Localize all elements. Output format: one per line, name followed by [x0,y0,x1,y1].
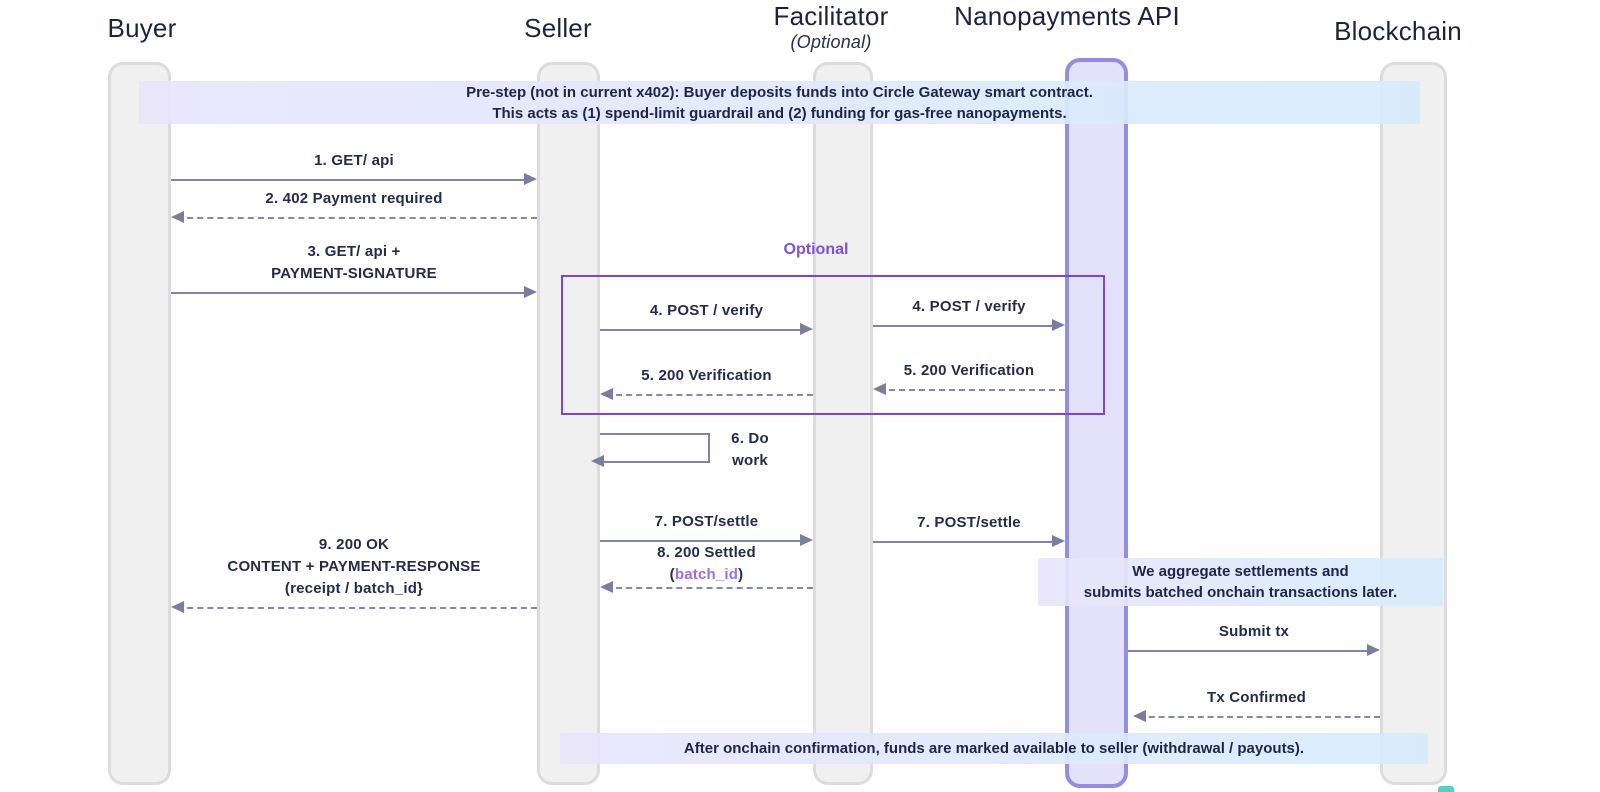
message-line-msg-5b [879,389,1065,391]
message-line-msg-7b [873,541,1059,543]
actor-label: Buyer [107,13,177,43]
message-label-msg-8: 8. 200 Settled (batch_id) [657,544,756,583]
message-line-msg-9 [177,607,537,609]
message-line-msg-4a [600,329,807,331]
message-line-msg-tx-confirmed [1139,716,1380,718]
message-line-msg-5a [606,394,813,396]
actor-label: Facilitator [773,1,889,31]
actor-label: Blockchain [1334,16,1462,46]
message-line-msg-7a [600,540,807,542]
message-label-msg-2: 2. 402 Payment required [265,190,443,207]
actor-header-facilitator: Facilitator(Optional) [671,1,991,53]
message-line-msg-8 [606,587,813,589]
actor-header-blockchain: Blockchain [1238,16,1558,47]
message-label-msg-5b: 5. 200 Verification [903,362,1035,379]
teal-mark [1438,786,1454,792]
arrowhead-icon [524,173,537,185]
arrowhead-icon [1133,710,1146,722]
message-label-msg-6: 6. Do work [731,430,769,469]
actor-sublabel: (Optional) [790,32,872,52]
actor-label: Seller [524,13,592,43]
arrowhead-icon [1052,319,1065,331]
note-confirmation-note: After onchain confirmation, funds are ma… [560,733,1428,764]
message-label-msg-4a: 4. POST / verify [649,302,764,319]
arrowhead-icon [171,211,184,223]
arrowhead-icon [600,388,613,400]
actor-header-buyer: Buyer [0,13,302,44]
arrowhead-icon [800,534,813,546]
arrowhead-icon [171,601,184,613]
arrowhead-icon [524,286,537,298]
message-line-msg-3 [171,292,531,294]
arrowhead-icon [1367,644,1380,656]
optional-fragment-box [561,275,1105,415]
message-line-msg-1 [171,179,531,181]
actor-header-nanopayments-api: Nanopayments API [907,1,1227,32]
note-prestep-note: Pre-step (not in current x402): Buyer de… [139,81,1420,124]
note-aggregate-note: We aggregate settlements and submits bat… [1038,558,1443,606]
message-label-msg-7b: 7. POST/settle [917,514,1021,531]
message-line-msg-2 [177,217,537,219]
message-label-msg-submit-tx: Submit tx [1218,623,1290,640]
message-line-msg-4b [873,325,1059,327]
optional-fragment-label: Optional [783,241,849,258]
arrowhead-icon [1052,535,1065,547]
message-label-msg-3: 3. GET/ api + PAYMENT-SIGNATURE [271,243,437,282]
lifeline-facilitator [813,62,873,785]
actor-label: Nanopayments API [954,1,1180,31]
arrowhead-icon [591,455,604,467]
message-label-msg-4b: 4. POST / verify [912,298,1026,315]
message-label-msg-9: 9. 200 OK CONTENT + PAYMENT-RESPONSE (re… [227,536,481,597]
lifeline-buyer [108,62,171,785]
arrowhead-icon [600,581,613,593]
message-label-msg-1: 1. GET/ api [314,152,394,169]
lifeline-seller [537,62,600,785]
lifeline-nanopayments-api [1065,58,1128,788]
accent-text: batch_id [674,566,739,583]
message-label-msg-5a: 5. 200 Verification [641,367,772,384]
lifeline-blockchain [1380,62,1447,785]
message-line-msg-submit-tx [1128,650,1374,652]
self-loop-msg-6 [600,433,710,463]
arrowhead-icon [873,383,886,395]
message-label-msg-7a: 7. POST/settle [654,513,759,530]
arrowhead-icon [800,323,813,335]
actor-header-seller: Seller [398,13,718,44]
message-label-msg-tx-confirmed: Tx Confirmed [1206,689,1307,706]
